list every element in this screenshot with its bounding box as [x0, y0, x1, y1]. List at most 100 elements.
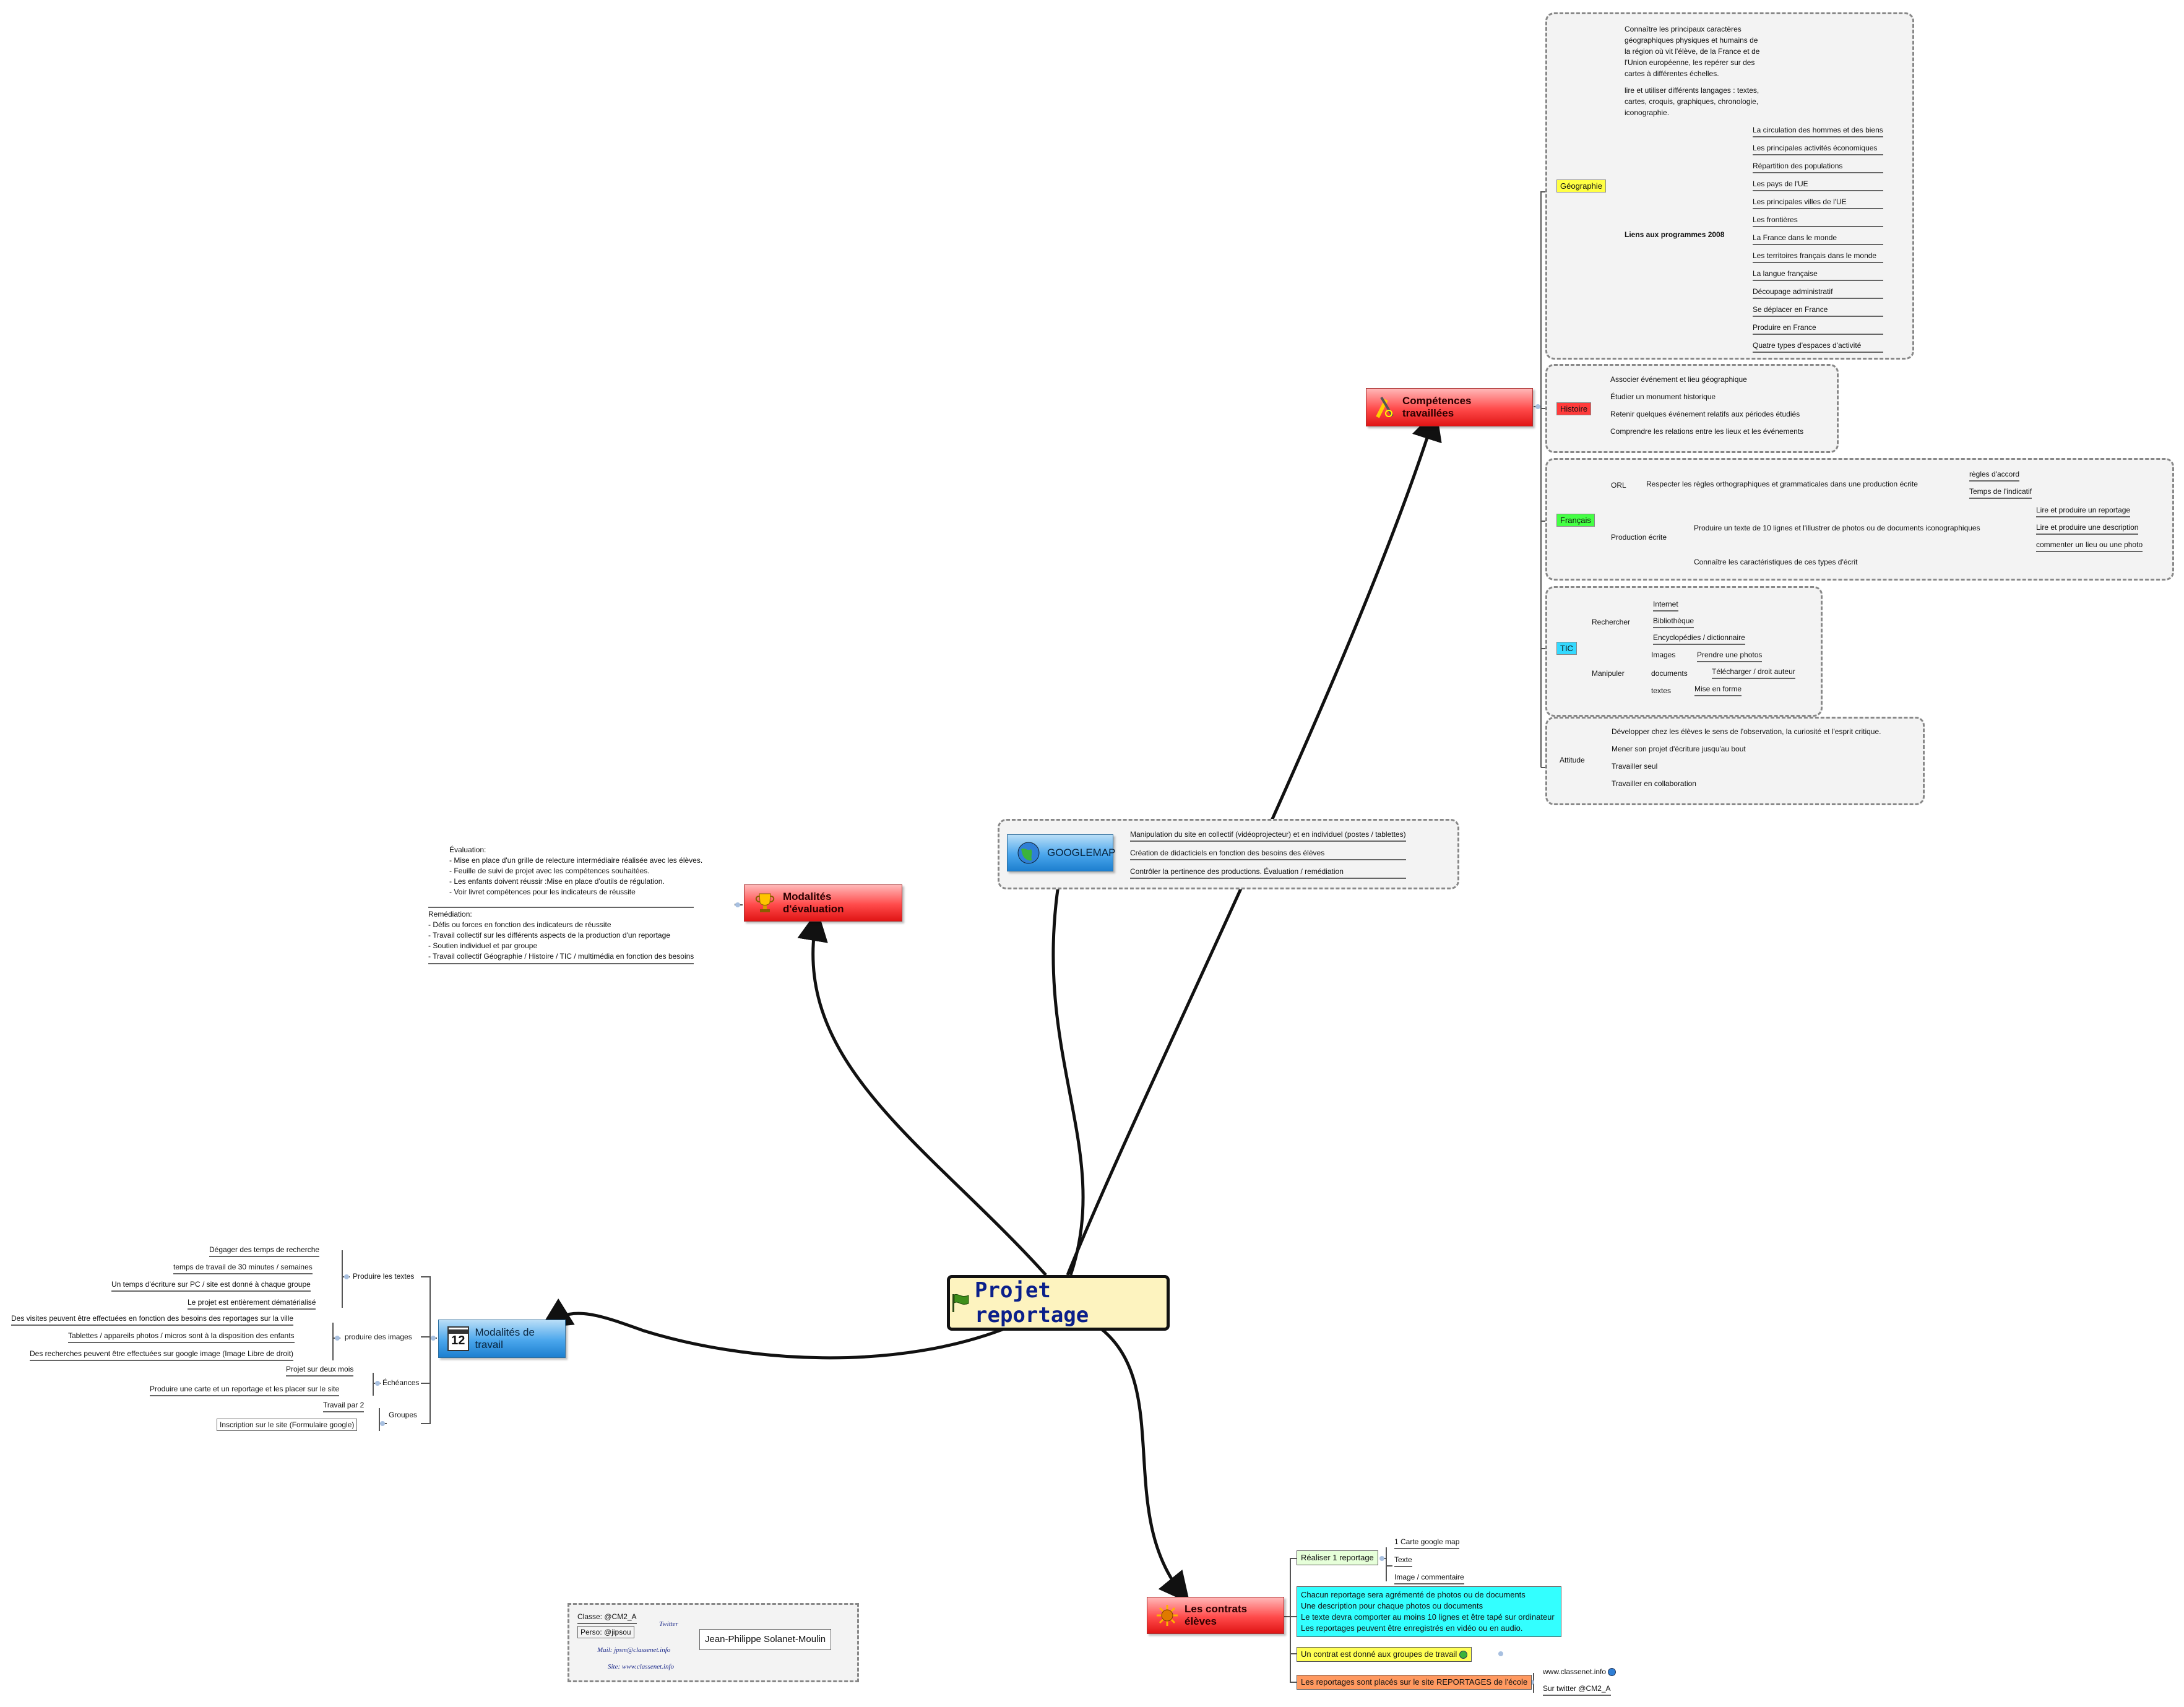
list-item: Image / commentaire — [1394, 1572, 1464, 1584]
list-item: Développer chez les élèves le sens de l'… — [1612, 727, 1881, 736]
competences-label: Compétences travaillées — [1402, 395, 1472, 419]
evaluation-label: Modalités d'évaluation — [783, 891, 844, 915]
connector-evaluation — [797, 910, 1047, 1276]
produire-textes: Produire les textes — [353, 1272, 415, 1281]
histoire-items-list: Associer événement et lieu géographique … — [1610, 374, 1803, 444]
evaluation-node[interactable]: Modalités d'évaluation — [744, 884, 902, 922]
zone-attitude — [1545, 717, 1925, 805]
list-item: Répartition des populations — [1753, 161, 1883, 173]
list-item: Manipulation du site en collectif (vidéo… — [1130, 829, 1406, 842]
list-item: Temps de l'indicatif — [1969, 486, 2032, 499]
tic-rechercher: Rechercher — [1592, 618, 1631, 626]
list-item: Retenir quelques événement relatifs aux … — [1610, 410, 1800, 418]
list-item: Projet sur deux mois — [286, 1364, 354, 1376]
site-link[interactable]: www.classenet.info — [1543, 1667, 1616, 1677]
trophy-icon — [753, 891, 777, 915]
geographie-items-list: La circulation des hommes et des biens L… — [1753, 125, 1883, 358]
list-item: 1 Carte google map — [1394, 1537, 1460, 1549]
contrats-label: Les contrats élèves — [1185, 1603, 1248, 1627]
site-link-text: www.classenet.info — [1543, 1667, 1607, 1676]
calendar-day: 12 — [451, 1334, 465, 1347]
list-item: Se déplacer en France — [1753, 305, 1883, 317]
list-item: Lire et produire une description — [2036, 522, 2139, 535]
flag-icon — [950, 1292, 971, 1313]
list-item: Encyclopédies / dictionnaire — [1653, 633, 1745, 645]
list-item: Les principales villes de l'UE — [1753, 197, 1883, 209]
connector-modalites — [540, 1298, 1016, 1360]
francais-orl: ORL — [1611, 481, 1626, 490]
tic-manipuler: Manipuler — [1592, 669, 1625, 678]
globe-icon — [1016, 841, 1041, 865]
list-item: Des visites peuvent être effectuées en f… — [11, 1313, 294, 1326]
contact-mail[interactable]: Mail: jpsm@classenet.info — [597, 1646, 671, 1654]
list-item: Les frontières — [1753, 215, 1883, 227]
contrats-node[interactable]: Les contrats élèves — [1147, 1597, 1284, 1634]
list-item: Les principales activités économiques — [1753, 143, 1883, 155]
root-node[interactable]: Projet reportage — [947, 1275, 1170, 1331]
liens-programmes: Liens aux programmes 2008 — [1625, 230, 1725, 239]
list-item: Texte — [1394, 1555, 1412, 1567]
list-item: Travail par 2 — [323, 1400, 365, 1412]
zone-histoire — [1545, 364, 1839, 453]
list-item: Produire une carte et un reportage et le… — [150, 1384, 340, 1396]
list-item: Les territoires français dans le monde — [1753, 251, 1883, 263]
list-item: Prendre une photos — [1697, 650, 1763, 662]
zone-tic — [1545, 586, 1823, 717]
zone-francais — [1545, 458, 2174, 581]
realiser-box[interactable]: Réaliser 1 reportage — [1297, 1550, 1378, 1565]
list-item: Quatre types d'espaces d'activité — [1753, 340, 1883, 353]
tag-geographie[interactable]: Géographie — [1556, 179, 1606, 192]
sun-icon — [1156, 1604, 1178, 1627]
list-item: Internet — [1653, 599, 1678, 611]
tag-francais[interactable]: Français — [1556, 514, 1595, 527]
echeances: Échéances — [382, 1378, 420, 1387]
list-item: textes — [1651, 686, 1672, 695]
francais-production-item: Produire un texte de 10 lignes et l'illu… — [1694, 524, 1980, 532]
calendar-icon: 12 — [447, 1326, 469, 1351]
contrat-text: Un contrat est donné aux groupes de trav… — [1301, 1649, 1457, 1659]
list-item: Mener son projet d'écriture jusqu'au bou… — [1612, 745, 1746, 753]
list-item: Inscription sur le site (Formulaire goog… — [217, 1419, 358, 1431]
geographie-paragraph-2: lire et utiliser différents langages : t… — [1625, 86, 1759, 117]
chacun-box: Chacun reportage sera agrémenté de photo… — [1297, 1586, 1561, 1637]
attitude-items-list: Développer chez les élèves le sens de l'… — [1612, 727, 1881, 796]
list-item: Des recherches peuvent être effectuées s… — [30, 1349, 294, 1361]
contact-classe: Classe: @CM2_A — [577, 1612, 637, 1624]
tag-tic[interactable]: TIC — [1556, 642, 1577, 655]
modalites-node[interactable]: 12 Modalités de travail — [438, 1320, 566, 1358]
francais-production: Production écrite — [1611, 533, 1667, 542]
placer-box: Les reportages sont placés sur le site R… — [1297, 1675, 1532, 1690]
tools-icon — [1375, 395, 1396, 420]
twitter-link[interactable]: Sur twitter @CM2_A — [1543, 1683, 1611, 1696]
contrat-box: Un contrat est donné aux groupes de trav… — [1297, 1647, 1472, 1662]
list-item: La France dans le monde — [1753, 233, 1883, 245]
list-item: Création de didacticiels en fonction des… — [1130, 848, 1406, 860]
list-item: Images — [1651, 650, 1676, 659]
produire-images: produire des images — [345, 1333, 412, 1341]
list-item: Les pays de l'UE — [1753, 179, 1883, 191]
list-item: Bibliothèque — [1653, 616, 1694, 628]
geographie-paragraph-1: Connaître les principaux caractères géog… — [1625, 25, 1760, 78]
list-item: Le projet est entièrement dématérialisé — [188, 1297, 316, 1310]
list-item: Télécharger / droit auteur — [1712, 667, 1795, 679]
list-item: Produire en France — [1753, 322, 1883, 335]
list-item: La langue française — [1753, 269, 1883, 281]
list-item: temps de travail de 30 minutes / semaine… — [173, 1262, 313, 1274]
tag-attitude[interactable]: Attitude — [1560, 756, 1585, 764]
tag-histoire[interactable]: Histoire — [1556, 402, 1592, 415]
list-item: Étudier un monument historique — [1610, 392, 1716, 401]
googlemap-node[interactable]: GOOGLEMAP — [1007, 834, 1116, 871]
competences-node[interactable]: Compétences travaillées — [1366, 388, 1533, 426]
list-item: Un temps d'écriture sur PC / site est do… — [111, 1279, 311, 1292]
list-item: commenter un lieu ou une photo — [2036, 540, 2143, 552]
list-item: règles d'accord — [1969, 469, 2019, 482]
contact-perso: Perso: @jipsou — [577, 1626, 634, 1638]
googlemap-items-list: Manipulation du site en collectif (vidéo… — [1130, 829, 1406, 885]
list-item: documents — [1651, 669, 1688, 678]
contact-site[interactable]: Site: www.classenet.info — [608, 1663, 675, 1670]
groupes: Groupes — [389, 1411, 418, 1419]
globe-icon — [1608, 1668, 1616, 1677]
list-item: Travailler en collaboration — [1612, 779, 1696, 788]
francais-orl-item: Respecter les règles orthographiques et … — [1646, 480, 1918, 488]
googlemap-label: GOOGLEMAP — [1047, 847, 1116, 858]
